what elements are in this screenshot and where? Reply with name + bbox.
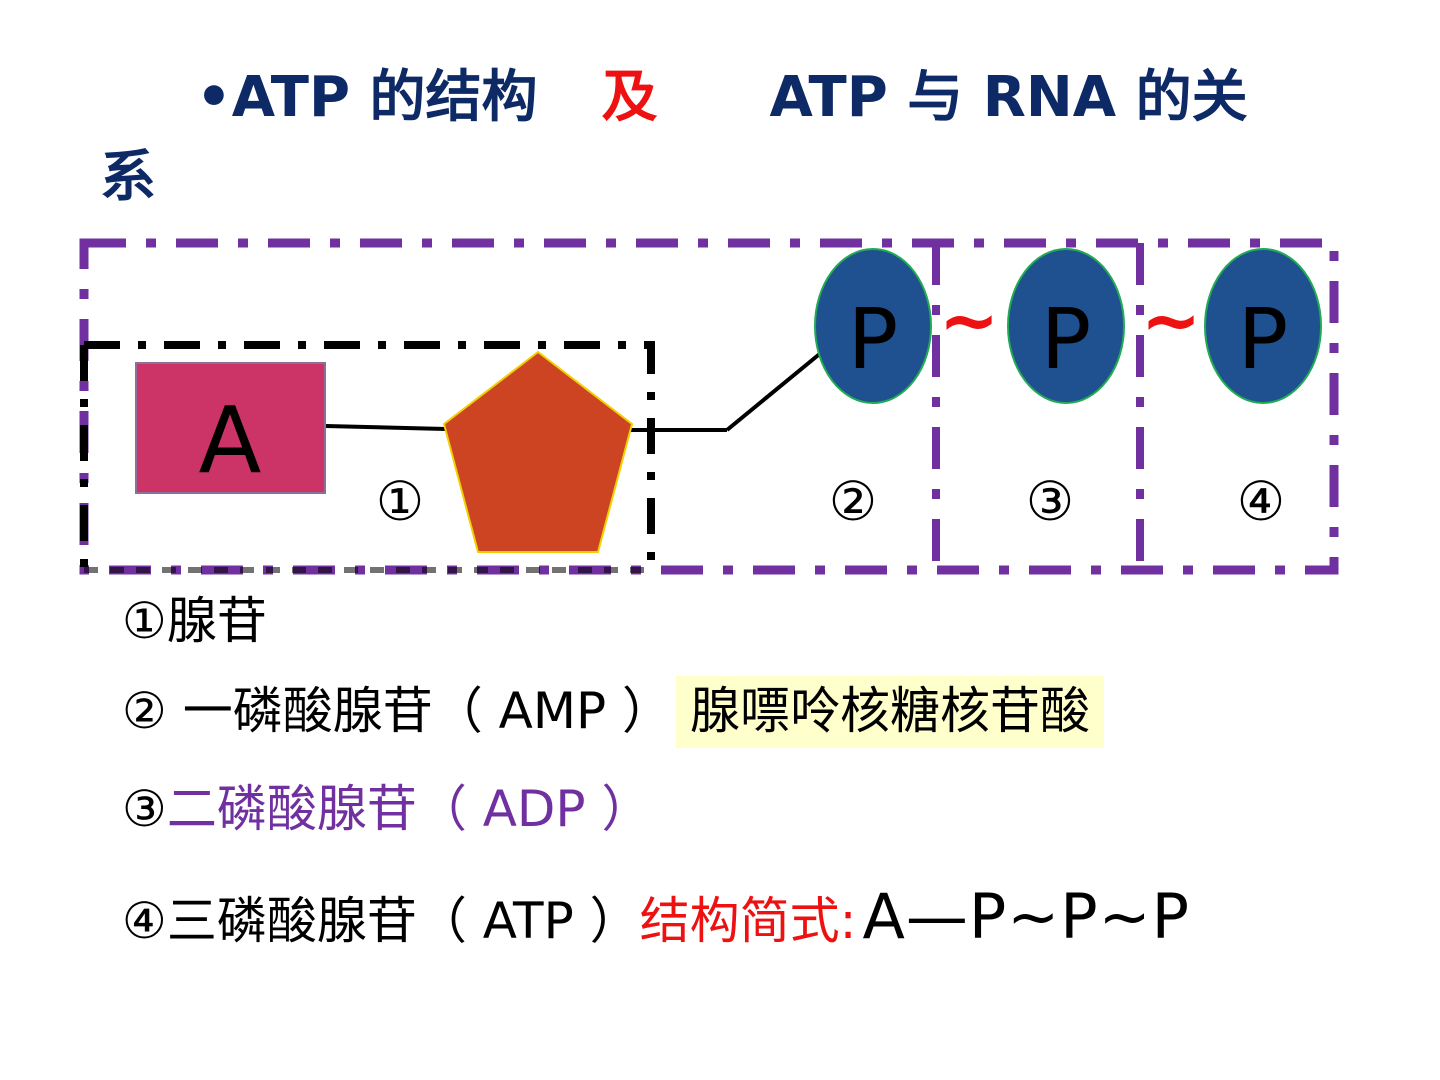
phosphate-3 bbox=[1204, 248, 1322, 404]
adenosine-box bbox=[80, 341, 655, 570]
legend-marker-1: ① bbox=[122, 592, 167, 650]
legend-item-2: ② 一磷酸腺苷（ AMP ）腺嘌呤核糖核苷酸 bbox=[122, 676, 1105, 748]
atp-structure-diagram: A P P P ~ ~ ① ② ③ ④ bbox=[79, 238, 1339, 575]
formula-label: 结构简式: bbox=[639, 892, 857, 950]
legend-text-4: 三磷酸腺苷（ ATP ） bbox=[166, 892, 640, 950]
legend-text-2: 一磷酸腺苷（ AMP ） bbox=[166, 682, 673, 740]
legend-marker-3: ③ bbox=[122, 780, 167, 838]
phosphate-2-label: P bbox=[1041, 290, 1092, 388]
legend-item-3: ③二磷酸腺苷（ ADP ） bbox=[122, 784, 651, 834]
phosphate-3-label: P bbox=[1238, 290, 1289, 388]
bond-linker-phosphate bbox=[725, 350, 824, 432]
atp-formula: A—P~P~P bbox=[862, 880, 1190, 953]
legend-marker-4: ④ bbox=[122, 892, 167, 950]
adenine-base bbox=[135, 362, 326, 494]
phosphate-1 bbox=[814, 248, 932, 404]
legend-marker-2: ② bbox=[122, 682, 167, 740]
phosphate-2 bbox=[1007, 248, 1125, 404]
bond-adenine-ribose bbox=[325, 424, 447, 431]
high-energy-bond-2: ~ bbox=[1141, 278, 1201, 362]
marker-3: ③ bbox=[1026, 470, 1074, 533]
marker-2: ② bbox=[829, 470, 877, 533]
marker-4: ④ bbox=[1237, 470, 1285, 533]
title-connector: 及 bbox=[601, 65, 658, 130]
phosphate-1-label: P bbox=[848, 290, 899, 388]
marker-1: ① bbox=[376, 470, 424, 533]
ribose-pentagon bbox=[442, 350, 634, 553]
adenine-label: A bbox=[199, 387, 262, 494]
legend-note-2: 腺嘌呤核糖核苷酸 bbox=[676, 676, 1105, 748]
legend-item-1: ①腺苷 bbox=[122, 596, 267, 646]
title-part-atp-structure: •ATP 的结构 bbox=[196, 65, 538, 130]
legend-item-4: ④三磷酸腺苷（ ATP ）结构简式:A—P~P~P bbox=[122, 886, 1190, 948]
legend-text-1: 腺苷 bbox=[166, 592, 267, 650]
page-title-continuation: 系 bbox=[100, 145, 156, 210]
high-energy-bond-1: ~ bbox=[939, 278, 999, 362]
atp-outer-box bbox=[79, 238, 1339, 575]
legend-text-3: 二磷酸腺苷（ ADP ） bbox=[166, 780, 652, 838]
title-part-atp-rna: ATP 与 RNA 的关 bbox=[769, 65, 1248, 130]
